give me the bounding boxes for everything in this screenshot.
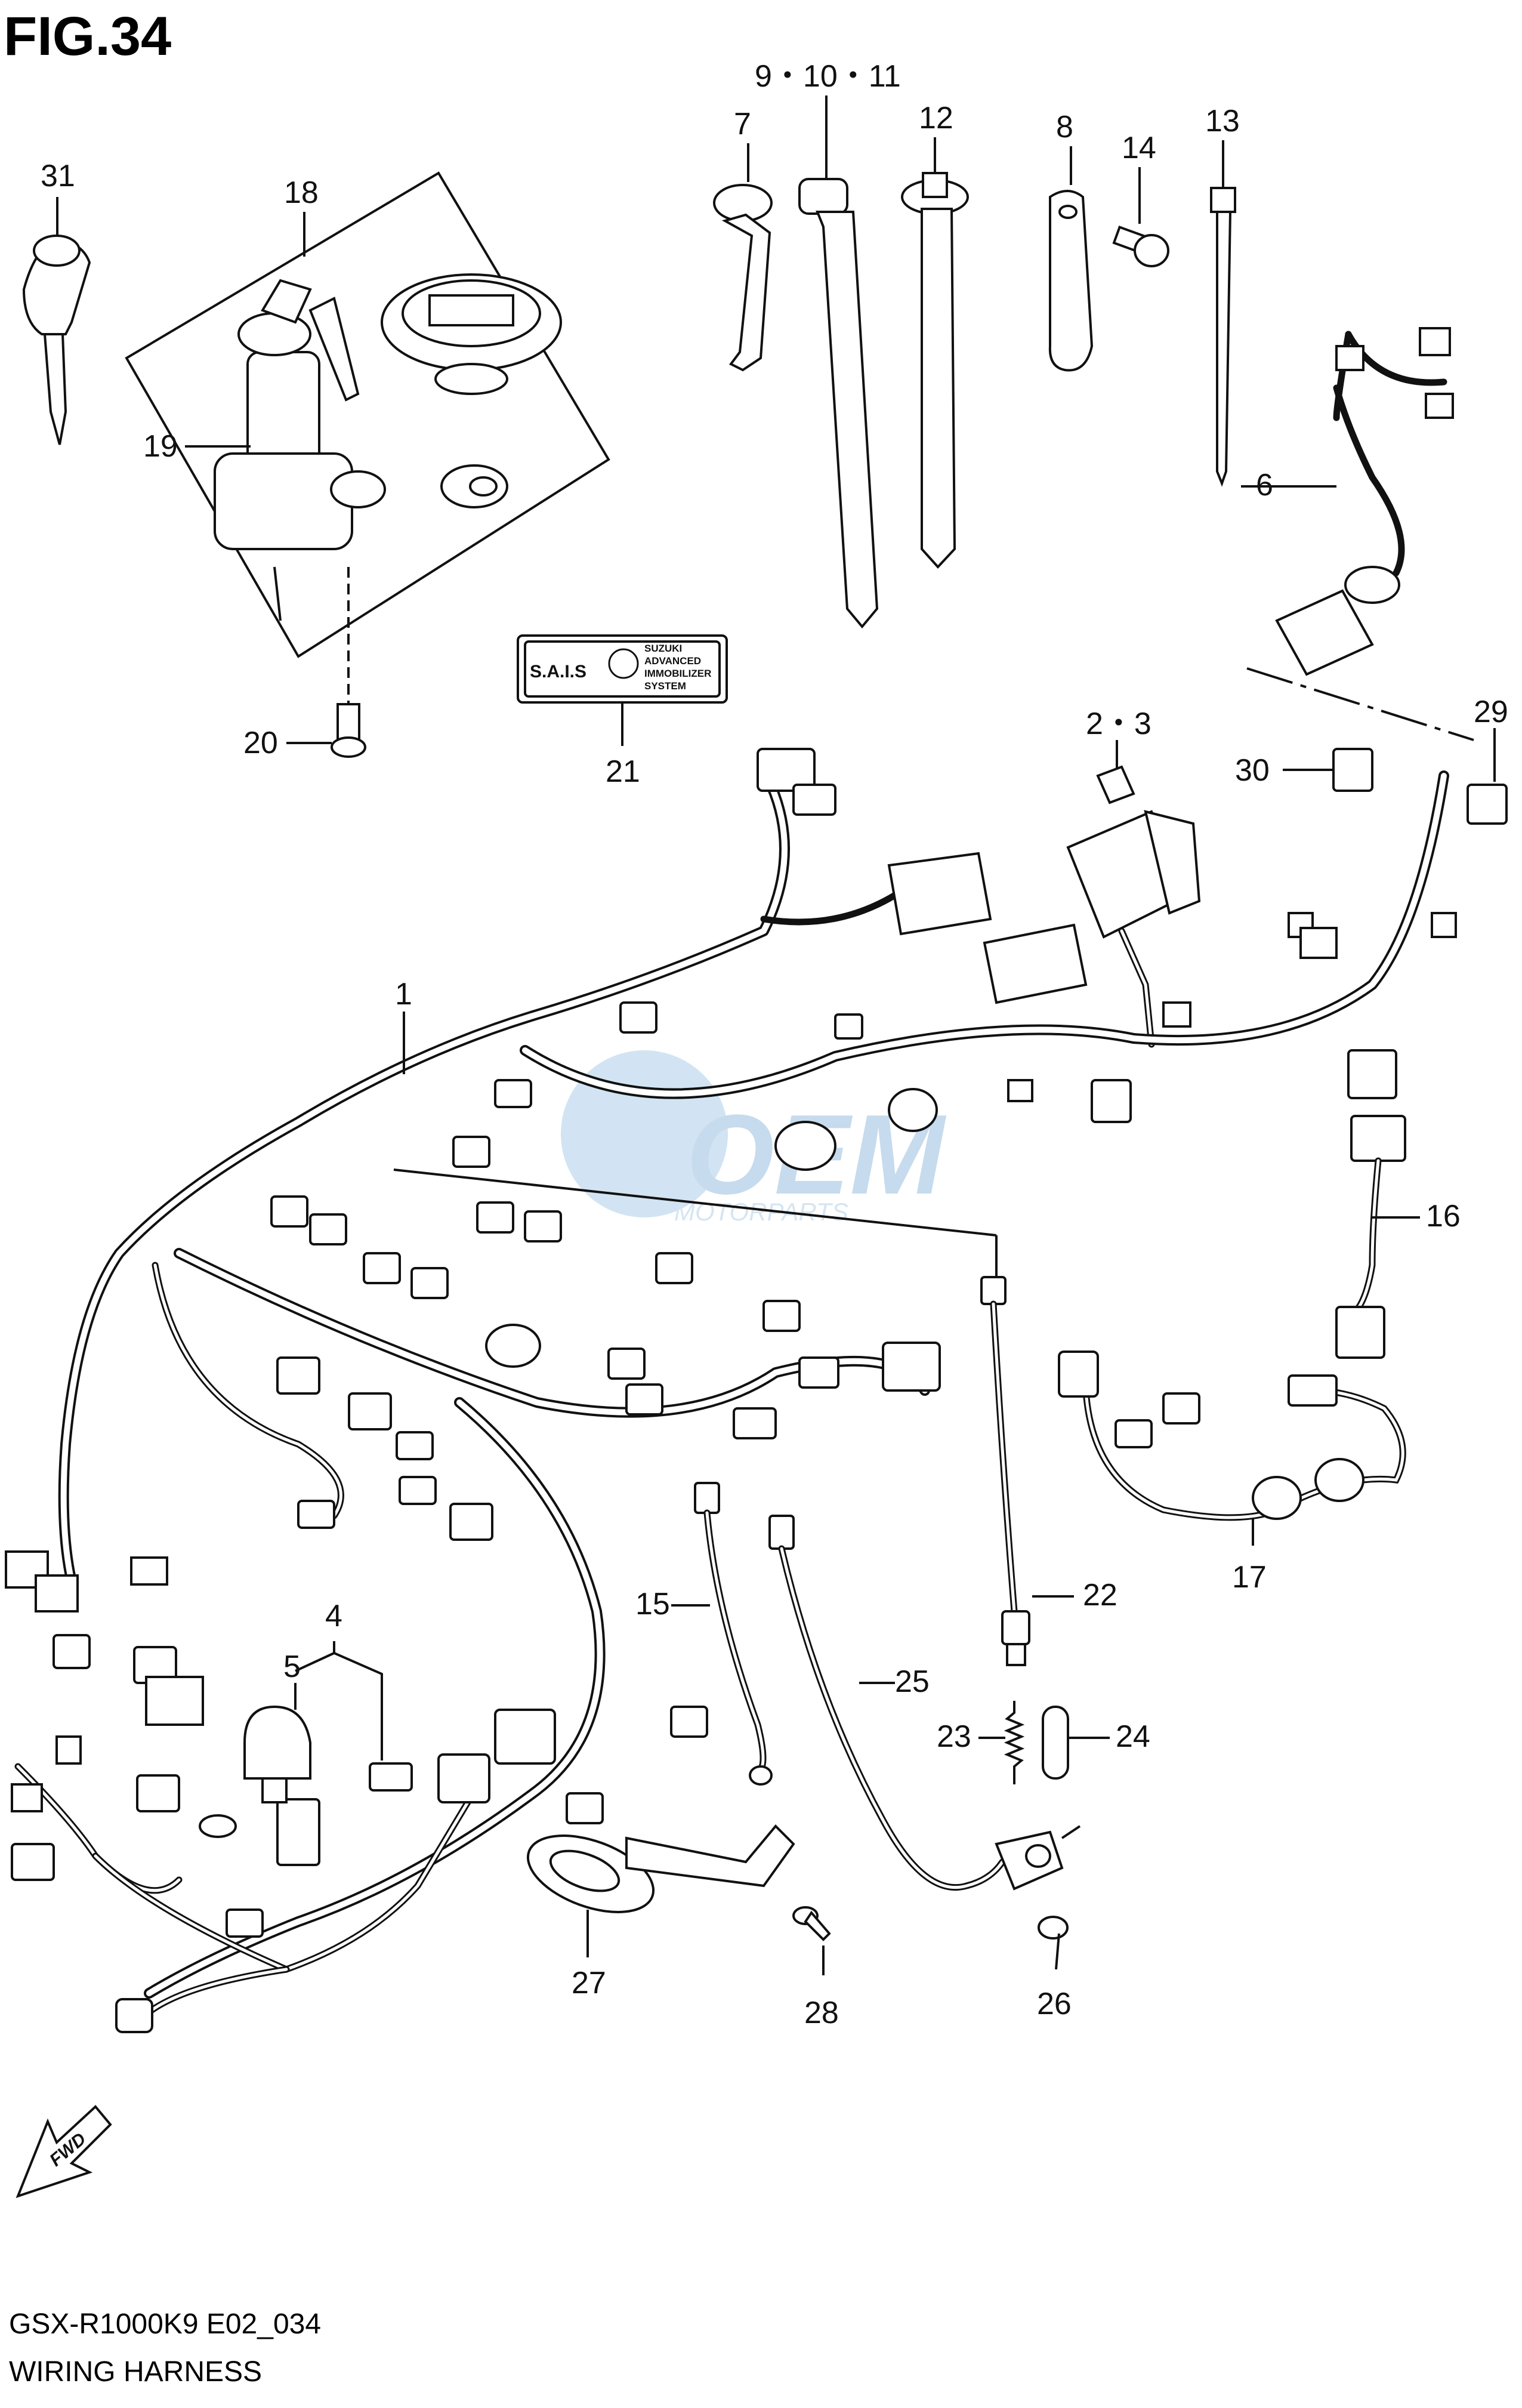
fwd-arrow-icon: FWD [16, 2105, 112, 2199]
sleeve-24-part [1042, 1706, 1110, 1780]
connector-29-part [1467, 728, 1508, 825]
sais-line-4: SYSTEM [644, 680, 686, 692]
callout-28: 28 [804, 1996, 839, 2030]
sais-line-1: SUZUKI [644, 643, 682, 654]
callout-2-3: 2・3 [1086, 707, 1151, 741]
assembly-line [1246, 667, 1474, 741]
callout-29: 29 [1474, 695, 1508, 729]
connector-30-part [1283, 748, 1373, 792]
callout-4: 4 [325, 1599, 342, 1633]
callout-25: 25 [895, 1664, 930, 1699]
callout-24: 24 [1116, 1719, 1150, 1754]
clamp-7-part [713, 143, 773, 372]
callout-23: 23 [937, 1719, 971, 1754]
lead-wire-16-part [1335, 1115, 1420, 1359]
callout-19: 19 [143, 429, 178, 464]
ground-wire-15-part [671, 1482, 773, 1786]
callout-8: 8 [1056, 110, 1073, 144]
bolt-28-part [792, 1906, 831, 1975]
bolt-20-part [331, 567, 366, 758]
callout-5: 5 [283, 1649, 301, 1684]
push-tie-12-part [901, 137, 969, 569]
callout-6: 6 [1256, 468, 1273, 502]
sais-logo-text: S.A.I.S [530, 662, 586, 682]
watermark: OEM MOTORPARTS [561, 1050, 947, 1226]
model-code: GSX-R1000K9 E02_034 [9, 2308, 321, 2340]
callout-9-10-11: 9・10・11 [755, 59, 901, 94]
callout-12: 12 [919, 101, 953, 135]
sais-line-2: ADVANCED [644, 655, 701, 667]
callout-31: 31 [41, 159, 75, 193]
callout-21: 21 [606, 754, 640, 789]
rear-harness-4-part [11, 1641, 490, 2033]
callout-13: 13 [1205, 104, 1240, 138]
horn-27-part [526, 1824, 795, 1957]
sais-line-3: IMMOBILIZER [644, 668, 711, 679]
callout-1: 1 [395, 977, 412, 1012]
figure-title: FIG.34 [4, 6, 171, 67]
cable-tie-9-10-11-part [798, 95, 879, 629]
callout-26: 26 [1037, 1987, 1072, 2021]
cap-5-part [243, 1683, 311, 1803]
ignition-lock-set-part [125, 171, 610, 658]
callout-7: 7 [734, 107, 751, 141]
sensor-22-part [393, 1168, 1074, 1666]
switch-25-part [768, 1515, 1081, 1891]
callout-14: 14 [1122, 131, 1156, 165]
callout-20: 20 [243, 726, 278, 760]
clip-8-part [1048, 146, 1094, 372]
callout-27: 27 [572, 1966, 606, 2000]
callout-17: 17 [1232, 1560, 1267, 1595]
bolt-26-part [1038, 1916, 1069, 1970]
cable-tie-13-part [1210, 140, 1236, 487]
sais-label-part: S.A.I.S SUZUKI ADVANCED IMMOBILIZER SYST… [517, 634, 728, 746]
callout-30: 30 [1235, 753, 1270, 788]
screw-14-part [1112, 167, 1169, 267]
callout-18: 18 [284, 175, 319, 210]
sais-emblem-icon [608, 648, 639, 679]
sub-harness-17-part [1058, 1351, 1406, 1546]
callout-22: 22 [1083, 1578, 1117, 1612]
key-blank-part [22, 197, 91, 445]
fuse-box-part [1066, 810, 1201, 1048]
sub-harness-6-part [1241, 327, 1454, 676]
spring-23-part [978, 1701, 1025, 1784]
section-title: WIRING HARNESS [9, 2356, 262, 2388]
main-wiring-harness-part [5, 748, 1457, 1999]
callout-16: 16 [1426, 1199, 1461, 1234]
fuse-2-3-part [1096, 740, 1135, 804]
callout-15: 15 [635, 1587, 670, 1621]
